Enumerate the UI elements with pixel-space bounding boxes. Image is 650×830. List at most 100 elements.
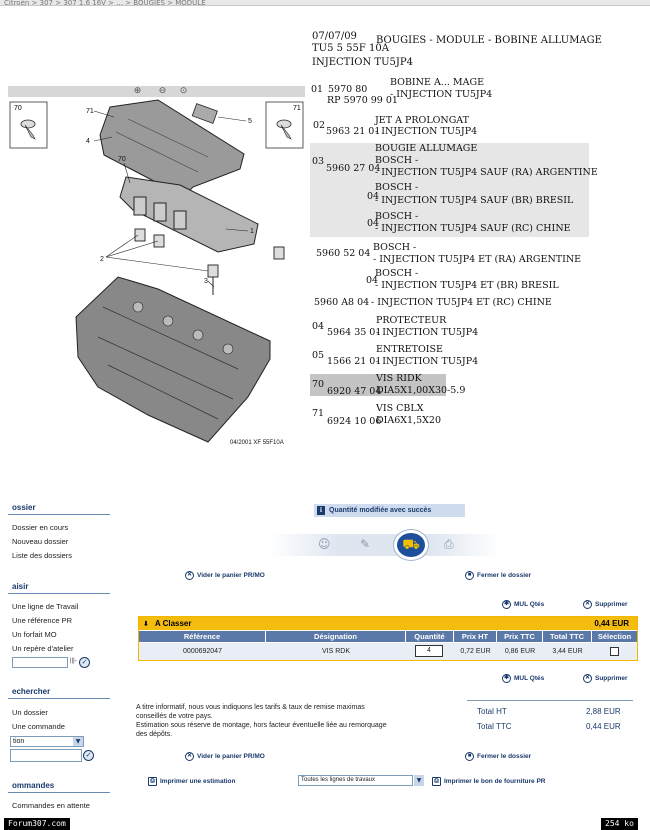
cart-group-header[interactable]: ⬇ A Classer 0,44 EUR [139,617,637,630]
part-ref[interactable]: 5960 52 04 [316,248,371,259]
vider-panier-button[interactable]: ✕Vider le panier PR/MO [185,571,265,580]
total-ttc-value: 0,44 EUR [586,722,621,731]
part-desc: BOSCH - [375,155,419,166]
rechercher-go-icon[interactable]: ✓ [83,750,94,761]
zoom-fit-icon[interactable]: ⊙ [179,86,188,96]
sidebar-divider [8,698,110,699]
col-total-ttc: Total TTC [543,631,592,642]
file-size-badge: 254 ko [601,818,638,830]
part-num-05: 05 [312,350,325,361]
zoom-in-icon[interactable]: ⊕ [133,86,142,96]
imprimer-bon-button[interactable]: ⎙Imprimer le bon de fourniture PR [432,777,545,786]
success-notice: i Quantité modifiée avec succès [314,504,465,517]
imprimer-bon-label: Imprimer le bon de fourniture PR [444,778,546,785]
client-icon[interactable]: ☺ [318,537,331,551]
part-5 [191,103,218,124]
zoom-out-icon[interactable]: ⊖ [158,86,167,96]
part-desc: BOBINE A... MAGE [390,77,484,88]
collapse-arrow-icon[interactable]: ⬇ [143,619,149,628]
part-num-02: 02 [313,120,326,131]
sidebar-item-ligne-travail[interactable]: Une ligne de Travail [12,602,79,611]
chevron-down-icon[interactable]: ▼ [414,775,424,786]
col-quantite: Quantité [406,631,454,642]
sidebar-item-un-dossier[interactable]: Un dossier [12,708,48,717]
sidebar-item-commandes-attente[interactable]: Commandes en attente [12,801,90,810]
total-ht-value: 2,88 EUR [586,707,621,716]
part-desc: - INJECTION TU5JP4 SAUF (RA) ARGENTINE [375,167,598,178]
screw-70-icon [20,119,36,140]
saisir-input[interactable] [12,657,68,668]
part-ref[interactable]: 6924 10 06 [327,416,382,427]
part-desc: PROTECTEUR [376,315,447,326]
sidebar-item-reference-pr[interactable]: Une référence PR [12,616,73,625]
part-desc: - INJECTION TU5JP4 SAUF (BR) BRESIL [375,195,574,206]
part-desc: BOSCH - [375,211,419,222]
total-ttc-label: Total TTC [477,722,512,731]
quantity-input[interactable]: 4 [415,645,443,657]
checkout-icon[interactable]: ⎙ [444,537,454,551]
part-desc: BOSCH - [375,268,419,279]
spark-plug-1 [134,228,146,242]
sidebar-item-liste-dossiers[interactable]: Liste des dossiers [12,551,73,560]
ref-engine: TU5 5 55F 10A [312,43,389,54]
part-qty: 04 [367,191,380,202]
cart-group-title: A Classer [154,619,192,628]
travaux-select[interactable]: Toutes les lignes de travaux [298,775,413,786]
info-text-line: conseillés de votre pays. [136,713,213,720]
print-icon: ⎙ [148,777,157,786]
imprimer-estimation-button[interactable]: ⎙Imprimer une estimation [148,777,236,786]
cart-icon[interactable]: ⛟ [394,530,428,560]
browser-breadcrumb: Citroën > 307 > 307 1.6 16V > ... > BOUG… [0,0,650,6]
sidebar-item-nouveau-dossier[interactable]: Nouveau dossier [12,537,69,546]
part-desc: BOUGIE ALLUMAGE [375,143,478,154]
cart-group-total: 0,44 EUR [594,619,629,628]
part-ref[interactable]: 6920 47 04 [327,386,382,397]
mul-qtes-button-bottom[interactable]: ✱MUL Qtés [502,674,544,683]
part-ref[interactable]: 5970 80 [328,84,368,95]
imprimer-estimation-label: Imprimer une estimation [160,778,236,785]
success-notice-text: Quantité modifiée avec succès [329,507,432,514]
diagram-label-3: 3 [204,278,208,285]
diagnostic-icon[interactable]: ✎ [360,537,371,551]
row-select-checkbox[interactable] [610,647,619,656]
sidebar-item-dossier-en-cours[interactable]: Dossier en cours [12,523,69,532]
info-text-line: Estimation sous réserve de montage, hors… [136,722,387,729]
exploded-parts-diagram: 70 71 [9,99,304,446]
part-ref[interactable]: 5960 A8 04 [314,297,370,308]
sidebar-commandes-title: ommandes [12,781,55,790]
diagram-label-1: 1 [250,228,254,235]
part-ref[interactable]: 5963 21 01 [326,126,381,137]
ref-title: BOUGIES - MODULE - BOBINE ALLUMAGE [376,35,602,46]
fermer-dossier-label: Fermer le dossier [477,572,532,579]
part-ref[interactable]: 1566 21 01 [327,356,382,367]
mul-qtes-button[interactable]: ✱MUL Qtés [502,600,544,609]
part-desc: - INJECTION TU5JP4 ET (RC) CHINE [371,297,552,308]
saisir-go-icon[interactable]: ✓ [79,657,90,668]
sidebar-item-forfait-mo[interactable]: Un forfait MO [12,630,57,639]
totals-divider [467,700,633,701]
supprimer-button-bottom[interactable]: ✕Supprimer [583,674,628,683]
part-ref[interactable]: 5964 35 01 [327,327,382,338]
part-desc: BOSCH - [373,242,417,253]
fermer-dossier-button-bottom[interactable]: ■Fermer le dossier [465,752,531,761]
supprimer-button[interactable]: ✕Supprimer [583,600,628,609]
rechercher-select[interactable]: tion [10,736,84,747]
part-ref[interactable]: RP 5970 99 01 [327,95,398,106]
vider-panier-label: Vider le panier PR/MO [197,572,265,579]
diagram-label-4: 4 [86,138,90,145]
part-desc: - INJECTION TU5JP4 [376,327,479,338]
rechercher-input[interactable] [10,749,82,762]
fermer-dossier-button[interactable]: ■Fermer le dossier [465,571,531,580]
sidebar-item-repere-atelier[interactable]: Un repère d'atelier [12,644,74,653]
part-ref[interactable]: 5960 27 04 [326,163,381,174]
chevron-down-icon[interactable]: ▼ [73,737,83,746]
close-icon: ✕ [185,571,194,580]
vider-panier-button-bottom[interactable]: ✕Vider le panier PR/MO [185,752,265,761]
sidebar-item-une-commande[interactable]: Une commande [12,722,65,731]
part-qty: 04 [366,275,379,286]
row-reference: 0000692047 [183,648,222,655]
supprimer-label: Supprimer [595,601,628,608]
multiply-icon: ✱ [502,600,511,609]
fermer-dossier-label: Fermer le dossier [477,753,532,760]
part-desc: - INJECTION TU5JP4 ET (RA) ARGENTINE [373,254,582,265]
